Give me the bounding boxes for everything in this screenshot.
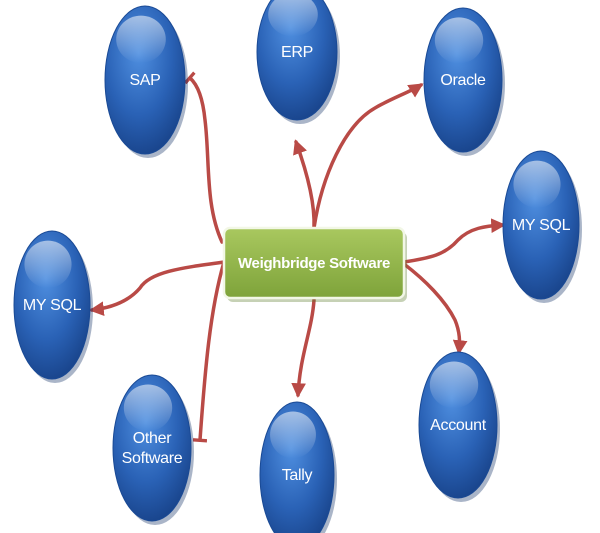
node-highlight <box>434 17 484 64</box>
node-highlight <box>116 15 166 63</box>
node-label: Software <box>122 450 183 467</box>
center-node: Weighbridge Software <box>222 226 407 302</box>
node-highlight <box>24 240 72 288</box>
node-label: ERP <box>281 44 313 61</box>
connector-to-other <box>192 260 226 443</box>
node-highlight <box>123 384 173 432</box>
node-sap: SAP <box>104 5 188 158</box>
connector-to-mysql-left <box>89 260 226 317</box>
node-label: Other <box>133 430 172 447</box>
connectors <box>89 71 506 443</box>
node-highlight <box>270 411 316 459</box>
node-erp: ERP <box>256 0 340 124</box>
connector-to-erp <box>293 139 316 230</box>
node-label: SAP <box>129 72 160 89</box>
node-oracle: Oracle <box>423 7 505 156</box>
node-account: Account <box>418 351 500 502</box>
node-label: MY SQL <box>512 217 571 234</box>
node-label: MY SQL <box>23 297 82 314</box>
connector-to-account <box>402 262 468 355</box>
node-highlight <box>429 361 479 409</box>
node-label: Account <box>430 417 487 434</box>
node-label: Tally <box>282 467 313 484</box>
connector-to-tally <box>291 298 316 398</box>
node-mysql-right: MY SQL <box>502 150 582 303</box>
node-highlight <box>513 160 561 208</box>
node-label: Oracle <box>440 72 486 89</box>
center-label: Weighbridge Software <box>238 255 390 272</box>
center-box <box>222 226 406 300</box>
node-tally: Tally <box>259 401 337 533</box>
connector-to-mysql-right <box>402 218 506 264</box>
node-highlight <box>268 0 318 37</box>
connector-to-oracle <box>312 83 424 230</box>
connector-to-sap <box>183 71 224 244</box>
node-mysql-left: MY SQL <box>13 230 93 383</box>
